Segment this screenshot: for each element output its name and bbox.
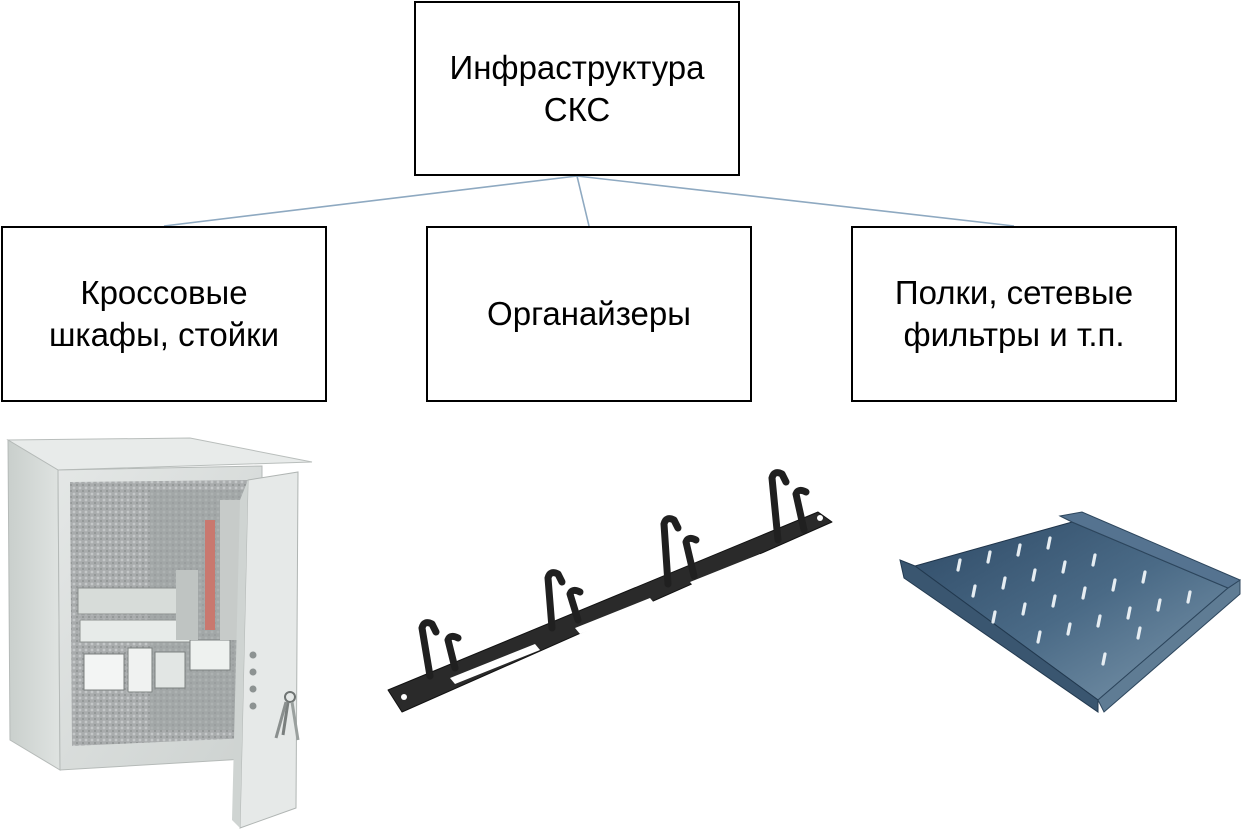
child-node-shelves: Полки, сетевые фильтры и т.п. bbox=[851, 226, 1177, 402]
child-node-label: Полки, сетевые фильтры и т.п. bbox=[894, 274, 1134, 353]
connector-root-to-shelves bbox=[576, 175, 1015, 227]
child-node-organizers: Органайзеры bbox=[426, 226, 752, 402]
connector-root-to-cabinets bbox=[163, 175, 578, 227]
child-node-cabinets: Кроссовые шкафы, стойки bbox=[1, 226, 327, 402]
root-node-label: Инфраструктура СКС bbox=[449, 48, 705, 128]
root-node-box: Инфраструктура СКС bbox=[414, 1, 740, 176]
child-node-label: Органайзеры bbox=[487, 295, 691, 332]
child-node-label: Кроссовые шкафы, стойки bbox=[48, 274, 280, 353]
connector-root-to-organizers bbox=[576, 175, 590, 227]
